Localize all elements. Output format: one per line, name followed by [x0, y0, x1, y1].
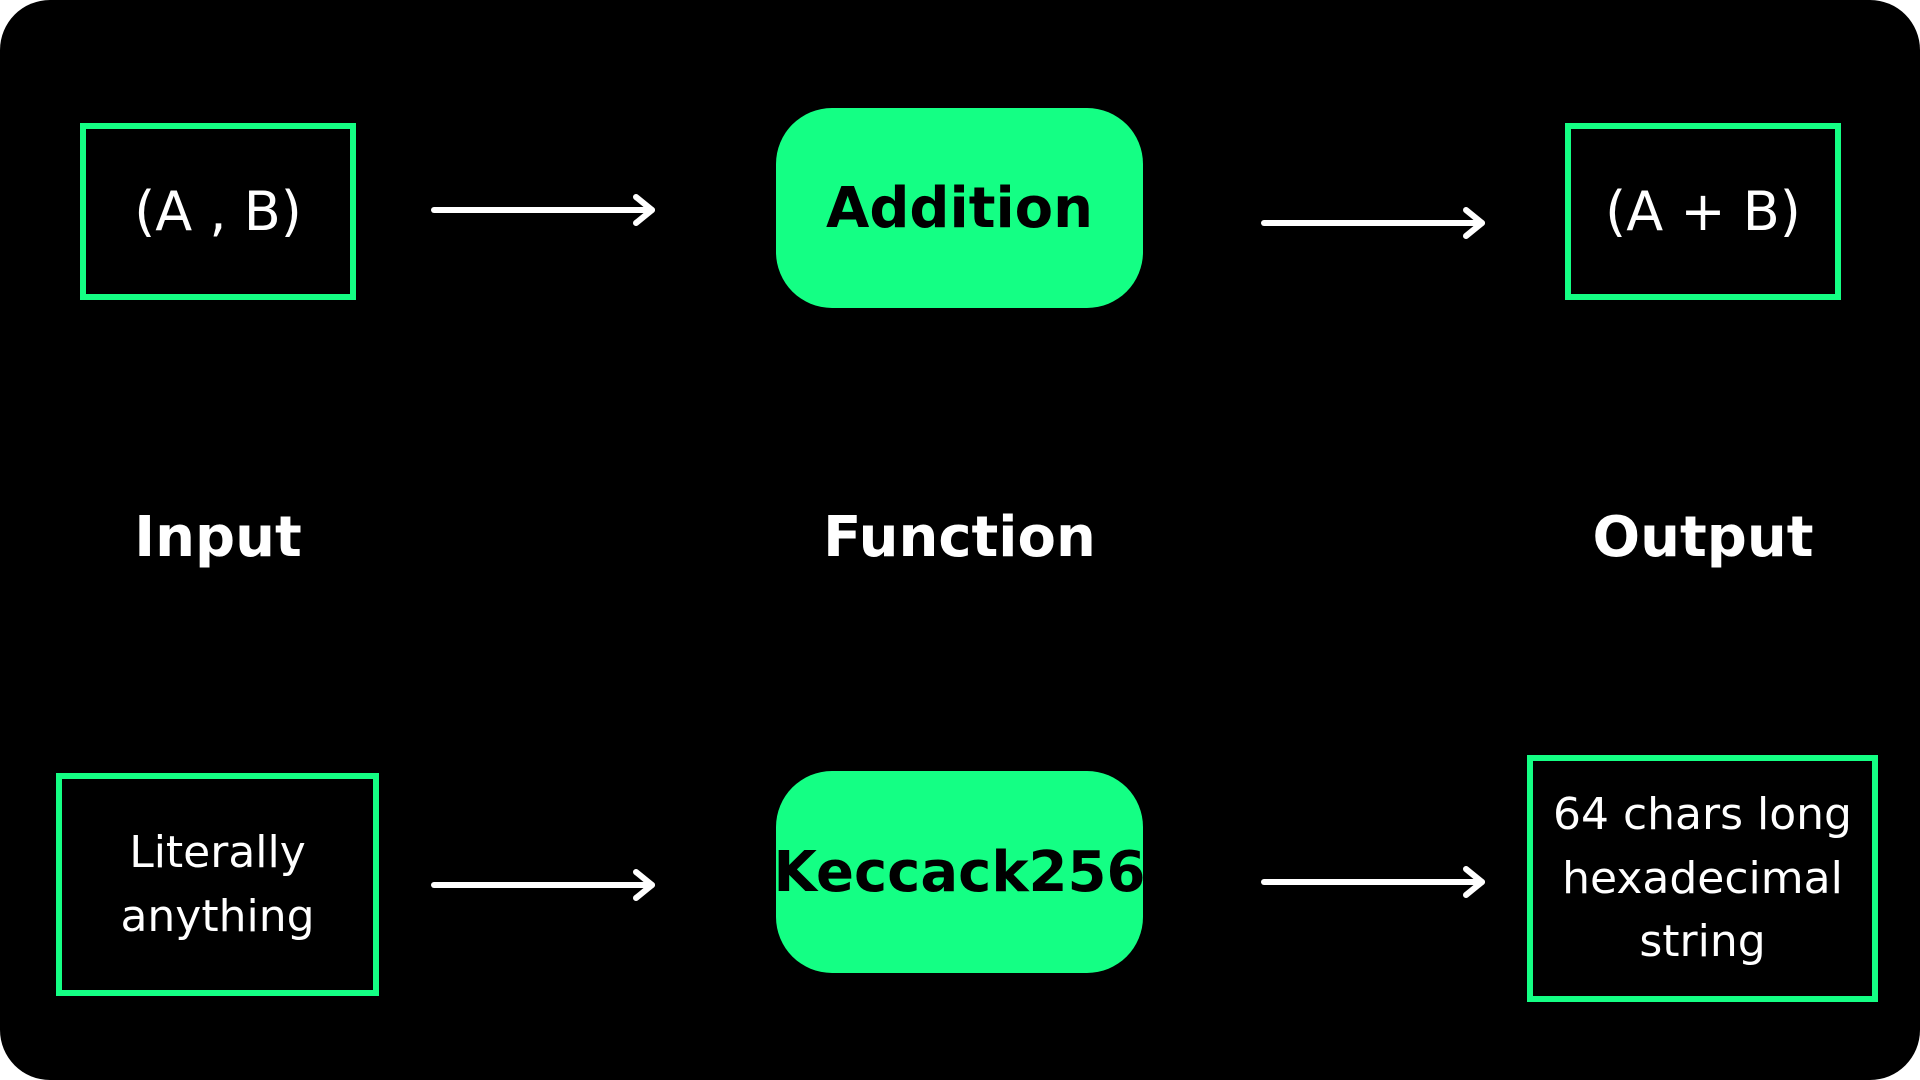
arrow-addition-to-output [1261, 207, 1485, 239]
output-heading: Output [1592, 505, 1814, 570]
addition-function-box: Addition [776, 108, 1143, 308]
addition-output-text: (A + B) [1605, 180, 1801, 243]
function-heading: Function [823, 505, 1096, 570]
arrow-input-to-addition [431, 194, 655, 226]
addition-function-text: Addition [825, 175, 1093, 241]
keccak-input-text: Literally anything [120, 826, 315, 942]
keccak-output-text: 64 chars long hexadecimal string [1553, 788, 1852, 968]
addition-output-box: (A + B) [1565, 123, 1841, 300]
arrow-keccak-to-output [1261, 866, 1485, 898]
keccak-input-box: Literally anything [56, 773, 379, 996]
keccak-output-box: 64 chars long hexadecimal string [1527, 755, 1878, 1002]
addition-input-text: (A , B) [134, 180, 302, 243]
keccak-function-box: Keccack256 [773, 771, 1146, 973]
addition-input-box: (A , B) [80, 123, 356, 300]
arrow-input-to-keccak [431, 869, 655, 901]
input-heading: Input [134, 505, 302, 570]
keccak-function-text: Keccack256 [773, 839, 1146, 905]
